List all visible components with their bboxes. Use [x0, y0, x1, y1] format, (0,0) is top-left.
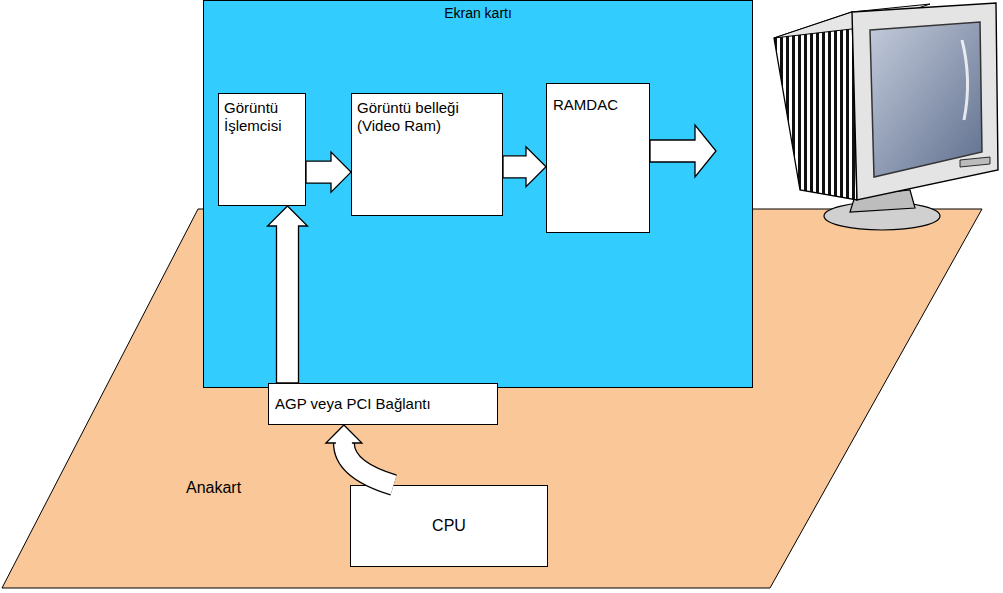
box-label: RAMDAC — [553, 96, 618, 114]
arrow-shaft-outline — [344, 443, 394, 485]
label-holder: Anakart — [186, 478, 241, 497]
block-arrow — [306, 152, 351, 192]
region-label: Ekran kartı — [444, 5, 512, 21]
vram-box: Görüntü belleği (Video Ram) — [351, 93, 503, 216]
block-arrow — [268, 206, 308, 383]
connector-arrow — [268, 206, 308, 383]
arrow-shaft — [344, 443, 394, 485]
block-arrow — [503, 147, 546, 187]
cpu-box: CPU — [350, 485, 548, 567]
connector-arrow — [503, 147, 546, 187]
box-label: AGP veya PCI Bağlantı — [275, 395, 431, 413]
region-label: Anakart — [186, 479, 241, 496]
bus-connector-box: AGP veya PCI Bağlantı — [268, 383, 498, 425]
connector-arrow — [326, 425, 394, 485]
crt-monitor — [774, 3, 998, 230]
connector-arrow — [306, 152, 351, 192]
arrow-heads — [326, 425, 362, 443]
label-holder: Ekran kartı — [204, 5, 752, 22]
box-label: CPU — [432, 516, 466, 535]
gpu-box: Görüntü İşlemcisi — [218, 93, 306, 206]
ramdac-box: RAMDAC — [546, 83, 650, 233]
box-label: Görüntü belleği (Video Ram) — [357, 99, 497, 135]
box-label: Görüntü İşlemcisi — [224, 99, 300, 135]
arrow-head-outline — [326, 425, 362, 443]
screen-output-arrow — [650, 125, 716, 177]
arrow-head — [326, 425, 362, 443]
